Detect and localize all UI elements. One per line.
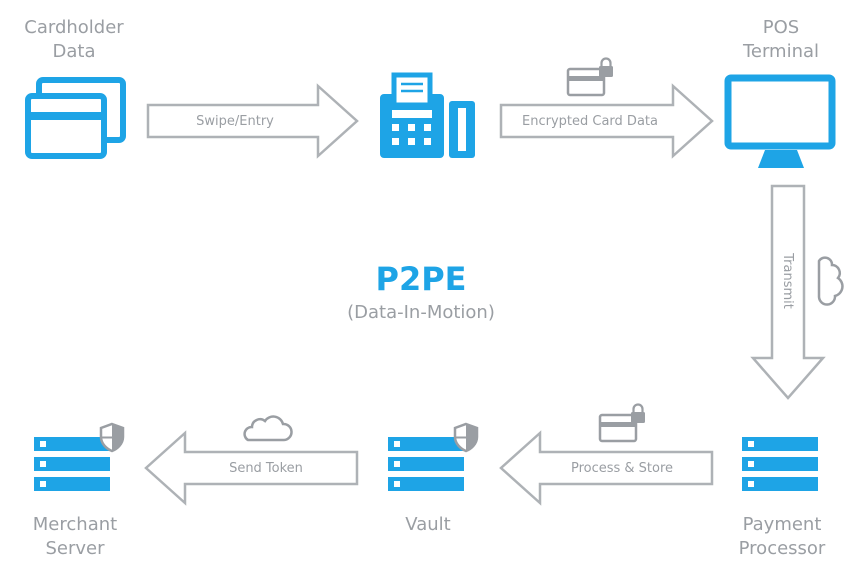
merchant-label-line1: Merchant <box>33 514 117 535</box>
pos-label-line2: Terminal <box>742 41 819 62</box>
encrypted-card-data-arrow <box>499 83 714 159</box>
cloud-icon <box>817 256 844 306</box>
transmit-label: Transmit <box>780 252 795 309</box>
processor-label-line2: Processor <box>739 538 826 559</box>
server-icon <box>742 437 818 491</box>
diagram-title: P2PE <box>375 260 466 298</box>
locked-card-icon <box>598 403 647 443</box>
credit-cards-icon <box>25 77 126 159</box>
process-store-label: Process & Store <box>571 461 673 476</box>
swipe-entry-arrow <box>146 83 359 159</box>
process-store-arrow <box>499 430 714 506</box>
transmit-arrow <box>750 184 826 400</box>
merchant-label-line2: Server <box>45 538 105 559</box>
diagram-subtitle: (Data-In-Motion) <box>347 302 495 323</box>
vault-label: Vault <box>405 514 450 535</box>
swipe-entry-label: Swipe/Entry <box>196 114 274 129</box>
pos-label-line1: POS <box>763 17 799 38</box>
card-terminal-icon <box>380 72 475 158</box>
locked-card-icon <box>566 57 615 97</box>
server-shield-icon <box>34 422 125 491</box>
cardholder-label-line2: Data <box>53 41 96 62</box>
send-token-label: Send Token <box>229 461 303 476</box>
send-token-arrow <box>144 430 359 506</box>
monitor-icon <box>724 74 836 168</box>
server-shield-icon <box>388 422 479 491</box>
cardholder-label-line1: Cardholder <box>24 17 124 38</box>
processor-label-line1: Payment <box>743 514 822 535</box>
cloud-icon <box>243 415 293 442</box>
encrypted-card-data-label: Encrypted Card Data <box>522 114 658 129</box>
